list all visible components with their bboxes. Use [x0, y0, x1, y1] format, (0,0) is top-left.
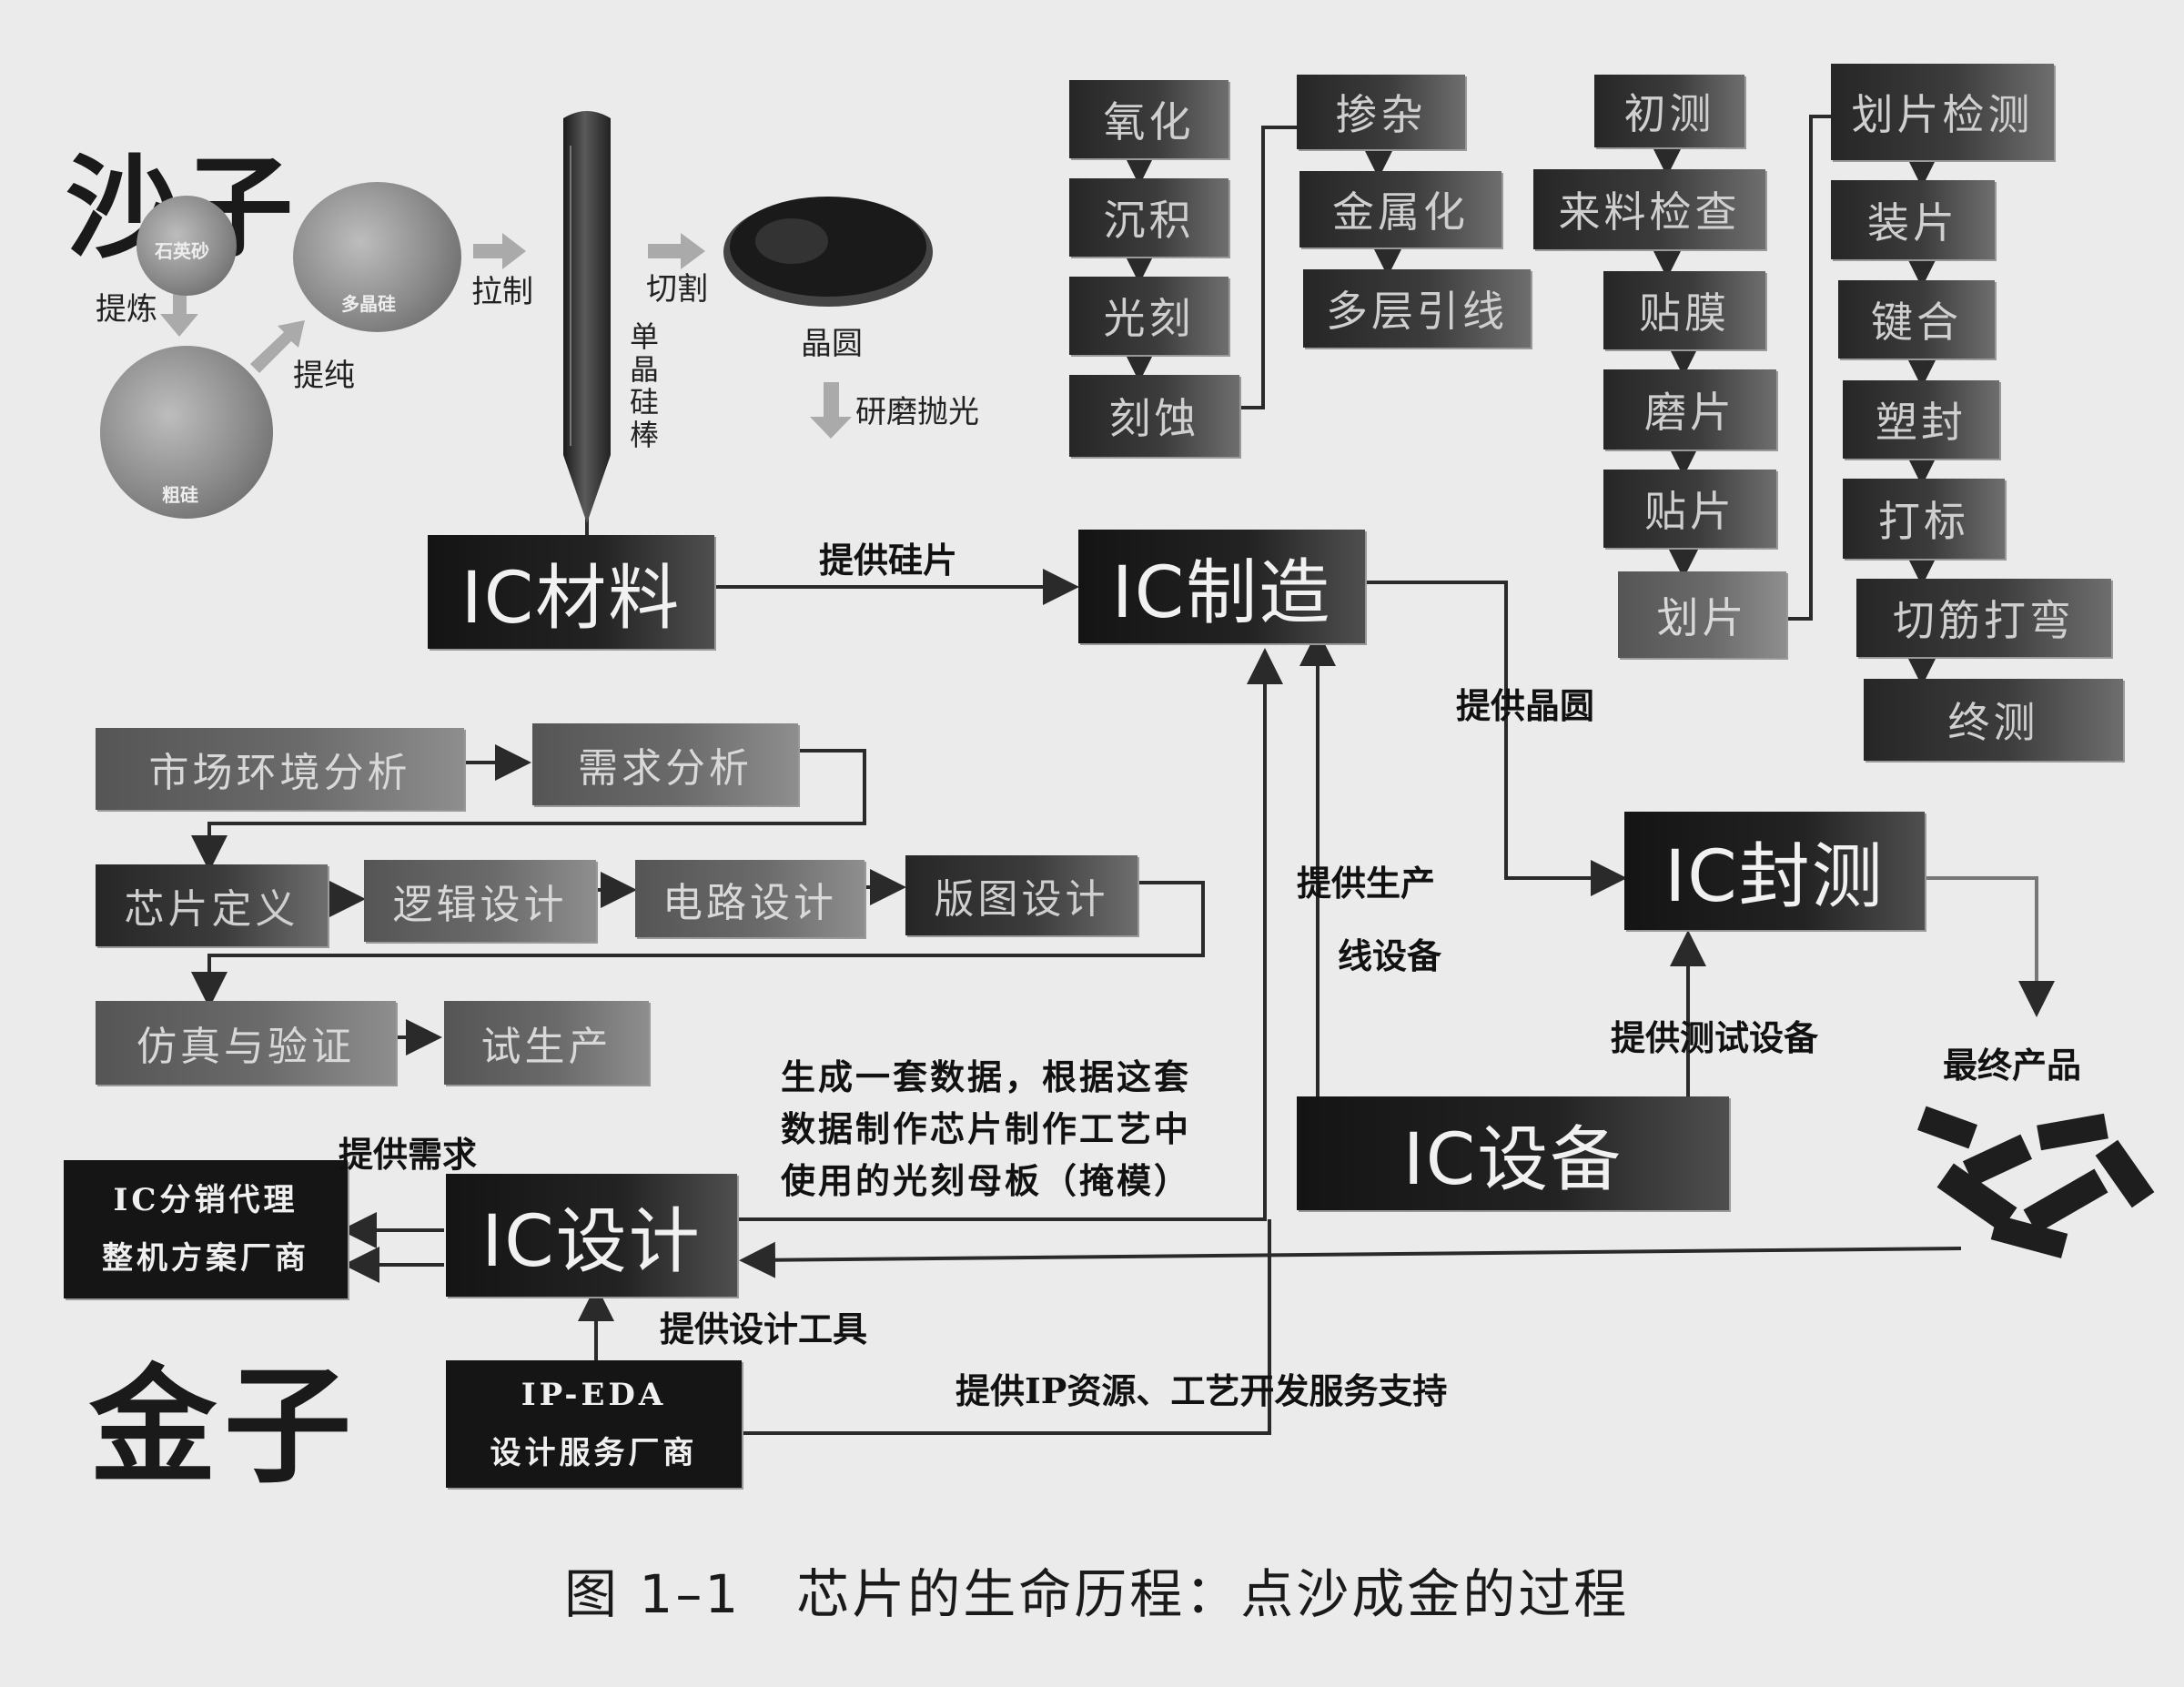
ip-eda-box: IP-EDA 设计服务厂商	[446, 1360, 742, 1488]
rod-label-2: 晶	[629, 352, 659, 387]
wafer-image	[723, 197, 933, 307]
ic-package-test-block: IC封测	[1624, 812, 1925, 930]
label-supply-wafer-round: 提供晶圆	[1456, 685, 1595, 726]
crude-silicon-image	[100, 346, 273, 519]
label-supply-test-equipment: 提供测试设备	[1611, 1017, 1819, 1058]
label-supply-wafer: 提供硅片	[819, 540, 958, 581]
pkg-step-mounting: 贴片	[1603, 470, 1776, 548]
ic-material-block: IC材料	[428, 535, 714, 649]
label-supply-ip: 提供IP资源、工艺开发服务支持	[956, 1370, 1448, 1411]
ic-fab-block: IC制造	[1078, 530, 1365, 643]
rod-label-1: 单	[629, 319, 659, 354]
design-step-simulation-verification: 仿真与验证	[96, 1001, 396, 1085]
arrow-polish	[810, 382, 852, 439]
arrow-fab-to-package	[1365, 581, 1627, 896]
fab-step-metallization: 金属化	[1299, 171, 1502, 247]
ic-design-block: IC设计	[446, 1174, 737, 1297]
pkg-step-dicing: 划片	[1618, 571, 1786, 658]
polysilicon-image	[293, 182, 461, 332]
polish-label: 研磨抛光	[855, 394, 979, 430]
pkg-step-molding: 塑封	[1843, 380, 1999, 459]
arrow-purify	[250, 320, 305, 373]
design-step-requirement-analysis: 需求分析	[532, 723, 798, 805]
arrow-ipeda-to-fab	[742, 1219, 1271, 1435]
design-step-logic-design: 逻辑设计	[364, 860, 596, 942]
wafer-label: 晶圆	[801, 326, 863, 362]
pull-label: 拉制	[471, 274, 533, 310]
design-step-trial-production: 试生产	[444, 1001, 649, 1085]
fab-col-link	[1239, 126, 1297, 409]
label-final-product: 最终产品	[1943, 1045, 2082, 1086]
design-step-market-analysis: 市场环境分析	[96, 728, 464, 810]
label-mask-note-2: 数据制作芯片制作工艺中	[781, 1108, 1192, 1149]
pkg-step-initial-test: 初测	[1594, 75, 1744, 147]
arrow-product-to-design	[739, 1241, 1962, 1278]
purify-label: 提纯	[293, 358, 355, 394]
crude-silicon-label: 粗硅	[162, 484, 198, 506]
design-step-chip-definition: 芯片定义	[96, 864, 328, 946]
fab-step-etching: 刻蚀	[1069, 375, 1239, 457]
final-product-chips	[1902, 1096, 2184, 1265]
pkg-step-marking: 打标	[1843, 479, 2005, 559]
label-supply-line-equipment-1: 提供生产	[1297, 863, 1436, 904]
rod-label-4: 棒	[629, 418, 659, 452]
pkg-col-link	[1785, 115, 1831, 621]
quartz-sand-image	[136, 196, 237, 296]
pkg-step-dicing-inspection: 划片检测	[1831, 64, 2054, 160]
distributor-label: IC分销代理	[113, 1182, 298, 1218]
figure-caption: 图 1–1 芯片的生命历程：点沙成金的过程	[564, 1563, 1630, 1625]
label-mask-note-3: 使用的光刻母板（掩模）	[781, 1160, 1192, 1201]
design-step-layout-design: 版图设计	[905, 855, 1138, 935]
design-step-circuit-design: 电路设计	[635, 860, 864, 937]
ip-eda-label: IP-EDA	[521, 1377, 667, 1413]
arrow-package-to-product	[1925, 876, 2055, 1017]
fab-step-deposition: 沉积	[1069, 178, 1228, 257]
arrow-pull	[473, 233, 526, 269]
arrow-design-to-fab	[728, 648, 1283, 1221]
quartz-sand-label: 石英砂	[155, 240, 209, 262]
pkg-step-incoming-inspection: 来料检查	[1533, 169, 1765, 249]
refine-label: 提炼	[96, 291, 157, 328]
pkg-step-taping: 贴膜	[1603, 271, 1765, 349]
ic-equipment-block: IC设备	[1297, 1096, 1729, 1210]
oem-label: 整机方案厂商	[102, 1240, 309, 1277]
polysilicon-label: 多晶硅	[341, 293, 396, 315]
rod-label-3: 硅	[629, 385, 659, 419]
fab-step-lithography: 光刻	[1069, 277, 1228, 355]
arrow-cut	[648, 233, 705, 269]
pkg-step-final-test: 终测	[1864, 679, 2123, 761]
pkg-step-grinding: 磨片	[1603, 369, 1776, 450]
label-mask-note-1: 生成一套数据，根据这套	[781, 1056, 1192, 1097]
fab-step-oxidation: 氧化	[1069, 80, 1228, 158]
label-supply-design-tools: 提供设计工具	[660, 1308, 868, 1349]
title-gold: 金子	[89, 1352, 359, 1501]
design-service-label: 设计服务厂商	[490, 1435, 698, 1471]
distributor-oem-box: IC分销代理 整机方案厂商	[64, 1160, 348, 1298]
arrow-refine	[160, 282, 198, 337]
pkg-step-bonding: 键合	[1838, 280, 1995, 359]
fab-step-doping: 掺杂	[1297, 75, 1465, 149]
label-supply-demand: 提供需求	[339, 1134, 478, 1175]
silicon-rod-image	[563, 111, 611, 523]
pkg-step-trim-form: 切筋打弯	[1856, 579, 2111, 657]
label-supply-line-equipment-2: 线设备	[1338, 935, 1442, 976]
pkg-step-die-attach: 装片	[1831, 180, 1995, 259]
cut-label: 切割	[646, 271, 708, 308]
fab-step-multilayer-wiring: 多层引线	[1303, 269, 1531, 348]
